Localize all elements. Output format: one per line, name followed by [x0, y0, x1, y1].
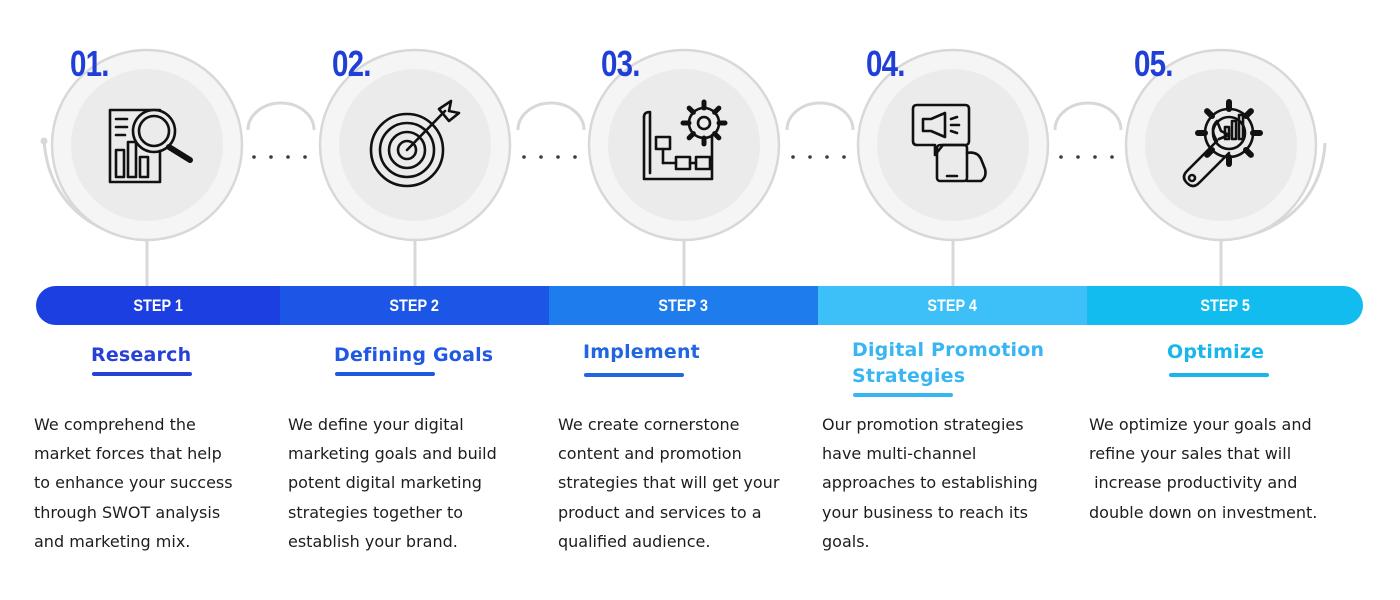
- dotted-connector-4: [1042, 155, 1114, 159]
- step-label-3: STEP 3: [658, 295, 709, 315]
- step-description-line: We optimize your goals and: [1089, 415, 1312, 434]
- step-description-line: content and promotion: [558, 444, 742, 464]
- connector-bridge-2: [516, 101, 586, 131]
- blueprint-gear-icon: [642, 99, 728, 181]
- step-title-line: Strategies: [852, 365, 966, 387]
- step-number-3: 03.: [601, 43, 640, 84]
- step-description-line: market forces that help: [34, 444, 222, 464]
- step-description-line: We define your digital: [288, 415, 464, 434]
- timeline-start-dot: [40, 137, 48, 145]
- step-description-line: goals.: [822, 531, 870, 551]
- step-description-line: double down on investment.: [1089, 502, 1318, 522]
- step-segment-3: STEP 3: [549, 286, 818, 325]
- step-title-1: Research: [91, 342, 191, 368]
- wrench-gear-chart-icon: [1182, 99, 1263, 188]
- step-segment-1: STEP 1: [36, 286, 280, 325]
- step-title-3: Implement: [583, 339, 700, 365]
- step-description-line: have multi-channel: [822, 444, 977, 464]
- step-label-2: STEP 2: [389, 295, 440, 315]
- step-title-underline-1: [92, 372, 192, 376]
- connector-bridge-3: [785, 101, 855, 131]
- step-label-5: STEP 5: [1200, 295, 1250, 315]
- connector-bridge-1: [246, 101, 316, 131]
- step-segment-4: STEP 4: [818, 286, 1087, 325]
- step-title-underline-2: [335, 372, 435, 376]
- step-label-1: STEP 1: [133, 295, 183, 315]
- research-chart-magnifier-icon: [108, 108, 193, 184]
- step-description-line: marketing goals and build: [288, 444, 497, 464]
- step-description-line: We create cornerstone: [558, 415, 740, 434]
- step-description-line: Our promotion strategies: [822, 415, 1024, 434]
- step-circle-inner-5: [1145, 69, 1297, 221]
- target-arrow-icon: [369, 99, 461, 188]
- step-circle-inner-3: [608, 69, 760, 221]
- step-number-5: 05.: [1134, 43, 1173, 84]
- steps-progress-bar: STEP 1 STEP 2 STEP 3 STEP 4 STEP 5: [36, 286, 1363, 325]
- step-title-underline-4: [853, 393, 953, 397]
- step-segment-5: STEP 5: [1087, 286, 1363, 325]
- dotted-connector-1: [235, 155, 307, 159]
- step-description-line: your business to reach its: [822, 502, 1028, 522]
- step-description-5: We optimize your goals and refine your sa…: [1089, 410, 1317, 527]
- step-title-2: Defining Goals: [334, 342, 493, 368]
- step-title-5: Optimize: [1167, 339, 1264, 365]
- step-description-line: approaches to establishing: [822, 473, 1038, 493]
- step-description-3: We create cornerstone content and promoti…: [558, 410, 779, 556]
- step-description-4: Our promotion strategies have multi-chann…: [822, 410, 1038, 556]
- step-number-2: 02.: [332, 43, 371, 84]
- step-description-line: establish your brand.: [288, 531, 458, 551]
- step-description-line: potent digital marketing: [288, 473, 482, 493]
- step-description-line: through SWOT analysis: [34, 502, 221, 522]
- step-description-line: qualified audience.: [558, 531, 711, 551]
- step-title-line: Digital Promotion: [852, 339, 1045, 361]
- step-description-line: to enhance your success: [34, 473, 233, 493]
- dotted-connector-3: [774, 155, 846, 159]
- step-segment-2: STEP 2: [280, 286, 549, 325]
- step-description-line: refine your sales that will: [1089, 444, 1292, 464]
- step-title-line: Implement: [583, 341, 700, 363]
- step-description-2: We define your digital marketing goals an…: [288, 410, 497, 556]
- step-description-line: and marketing mix.: [34, 531, 191, 551]
- megaphone-tablet-icon: [911, 103, 987, 183]
- step-label-4: STEP 4: [927, 295, 978, 315]
- step-number-4: 04.: [866, 43, 905, 84]
- step-description-line: strategies together to: [288, 502, 464, 522]
- step-description-line: We comprehend the: [34, 415, 196, 434]
- step-description-line: strategies that will get your: [558, 473, 780, 493]
- step-number-1: 01.: [70, 43, 109, 84]
- step-title-line: Defining Goals: [334, 344, 494, 366]
- step-title-underline-5: [1169, 373, 1269, 377]
- step-title-line: Research: [91, 344, 192, 366]
- dotted-connector-2: [505, 155, 577, 159]
- step-description-line: increase productivity and: [1089, 473, 1298, 493]
- connector-bridge-4: [1053, 101, 1123, 131]
- step-description-1: We comprehend the market forces that help…: [34, 410, 233, 556]
- step-title-underline-3: [584, 373, 684, 377]
- step-description-line: product and services to a: [558, 502, 762, 522]
- step-title-line: Optimize: [1167, 341, 1265, 363]
